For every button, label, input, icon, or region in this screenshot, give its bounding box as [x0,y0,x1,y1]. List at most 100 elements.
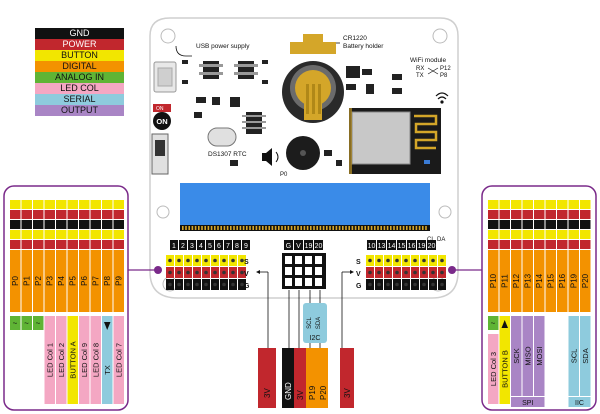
right-pin-bar [511,250,522,312]
left-panel-pin [44,230,55,239]
bar-3v-right [340,348,354,408]
left-panel-pin [21,220,32,229]
header-hole [431,270,435,275]
right-panel-pin [545,220,556,229]
header-hole [213,270,217,275]
left-pin-bar [67,250,78,312]
left-function-label: LED Col 1 [46,343,55,377]
legend-gnd: GND [35,28,124,39]
left-panel-pin [102,200,113,209]
right-panel-pin [580,210,591,219]
header-hole [168,258,172,263]
sda-tag: SDA [316,317,322,329]
left-panel-pin [79,200,90,209]
right-g-label: G [356,283,362,290]
mid-pin-label: G [286,243,291,250]
right-panel-pin [488,220,499,229]
mid-pin-tag [314,240,323,250]
pin-number-tag [170,240,178,250]
header-hole [431,282,435,287]
iic-group [568,397,591,407]
left-panel-pin [10,230,21,239]
iic-label: IIC [575,400,584,407]
mid-socket-hole [315,278,322,286]
edge-connector [180,183,430,225]
right-panel-pin [545,230,556,239]
right-panel-pin [568,220,579,229]
header-hole [440,270,444,275]
edge-tooth [335,226,338,230]
header-hole [186,258,190,263]
edge-tooth [249,226,251,230]
right-function-tag [499,334,510,404]
edge-tooth [361,226,363,230]
left-function-tag [90,316,101,404]
left-connector-dot [154,266,162,274]
usb-label: USB power supply [196,43,250,50]
pin-number: 13 [378,243,386,250]
edge-tooth [239,226,242,230]
mid-socket-hole [285,267,292,275]
left-panel-pin [44,200,55,209]
left-panel-pin [33,240,44,249]
right-pin-bar [580,250,591,312]
edge-tooth [281,226,283,230]
left-analog-tag [10,316,21,330]
edge-tooth [233,226,235,230]
right-panel-pin [488,200,499,209]
left-function-label: LED Col 8 [92,343,101,377]
edge-tooth [284,226,286,230]
edge-tooth [265,226,267,230]
left-panel-pin [56,240,67,249]
edge-tooth [348,226,350,230]
pin-number: 4 [199,243,203,250]
left-panel-pin [90,210,101,219]
edge-tooth [204,226,206,230]
edge-tooth [294,226,296,230]
left-g-label: G [244,283,250,290]
left-panel-pin [102,220,113,229]
left-panel-pin [113,230,124,239]
left-panel-pin [67,230,78,239]
header-hole [195,258,199,263]
left-panel-pin [44,210,55,219]
pin-number: 16 [408,243,416,250]
pin-number: 6 [217,243,221,250]
header-hole [413,282,417,287]
mid-pin-tag [294,240,303,250]
bar-p19 [306,348,317,408]
left-pin-label: P7 [92,276,101,286]
right-pin-bar [557,250,568,312]
edge-tooth [287,226,290,230]
edge-tooth [377,226,379,230]
left-pin-label: P9 [115,276,124,286]
legend-button: BUTTON [35,50,124,61]
cl-label: CL [427,237,435,243]
edge-tooth [185,226,187,230]
legend-digital: DIGITAL [35,61,124,72]
header-hole [240,258,244,263]
left-panel-pin [33,220,44,229]
left-pin-bar [21,250,32,312]
mount-hole-mr [438,205,452,219]
pin-number-tag [188,240,196,250]
edge-tooth [290,226,293,230]
pin-number-tag [224,240,232,250]
edge-tooth [297,226,299,230]
pin-number: 1 [172,243,176,250]
header-hole [386,270,390,275]
left-panel-pin [79,210,90,219]
left-panel-pin [56,230,67,239]
edge-tooth [313,226,315,230]
right-analog-tilde: ~ [491,319,496,328]
left-panel-pin [102,230,113,239]
edge-tooth [220,226,222,230]
legend-serial: SERIAL [35,94,124,105]
right-panel-pin [488,210,499,219]
mid-pin-tag [304,240,313,250]
on-badge [153,112,171,130]
header-hole [186,282,190,287]
cr-label-2: Battery holder [343,43,384,50]
